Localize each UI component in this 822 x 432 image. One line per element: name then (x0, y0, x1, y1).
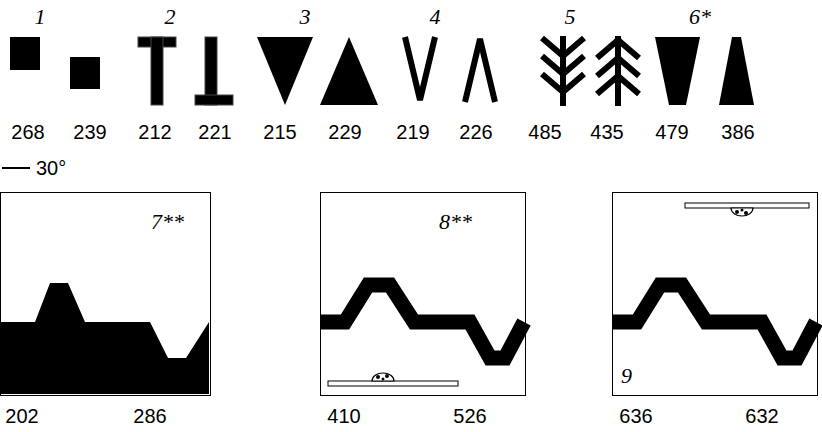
horizon-band (613, 285, 816, 358)
stimulus-panel: 9 (612, 192, 818, 396)
response-value: 386 (721, 122, 754, 142)
response-value: 229 (328, 122, 361, 142)
chevron-stimulus (542, 36, 639, 106)
horizon-silhouette (1, 283, 209, 394)
stimulus-number: 5 (565, 6, 576, 28)
response-value: 286 (133, 406, 166, 426)
stimulus-number: 3 (300, 6, 311, 28)
response-value: 215 (263, 122, 296, 142)
response-value: 239 (73, 122, 106, 142)
panel-number: 9 (621, 365, 632, 387)
response-value: 202 (5, 406, 38, 426)
stimulus-panel: 7** (0, 192, 211, 396)
v-stimulus (405, 37, 435, 100)
trapezoid-stimulus (655, 37, 700, 105)
response-value: 479 (655, 122, 688, 142)
stimulus-panel: 8** (320, 192, 526, 396)
response-value: 435 (590, 122, 623, 142)
response-value: 221 (198, 122, 231, 142)
triangle-stimulus (320, 37, 378, 105)
response-value: 226 (459, 122, 492, 142)
panel-number: 7** (151, 211, 184, 233)
response-value: 636 (619, 406, 652, 426)
ladybird-symbol (731, 208, 753, 216)
square-stimulus (70, 57, 100, 89)
t-stimulus (138, 37, 233, 105)
stimulus-number: 6* (689, 6, 711, 28)
response-value: 410 (327, 406, 360, 426)
stimulus-number: 4 (430, 6, 441, 28)
response-value: 212 (138, 122, 171, 142)
v-stimulus (465, 39, 495, 102)
response-value: 632 (745, 406, 778, 426)
response-value: 485 (528, 122, 561, 142)
response-value: 526 (453, 406, 486, 426)
perch-bar (328, 381, 458, 386)
trapezoid-stimulus (719, 37, 754, 105)
ladybird-symbol (372, 373, 394, 381)
stimulus-number: 2 (165, 6, 176, 28)
stimulus-number: 1 (35, 6, 46, 28)
scale-bar (2, 167, 30, 169)
horizon-band (321, 285, 524, 358)
response-value: 268 (11, 122, 44, 142)
scale-label: 30° (36, 158, 66, 178)
perch-bar (685, 203, 809, 208)
square-stimulus (10, 37, 40, 70)
panel-number: 8** (439, 211, 472, 233)
triangle-stimulus (257, 37, 313, 105)
response-value: 219 (396, 122, 429, 142)
